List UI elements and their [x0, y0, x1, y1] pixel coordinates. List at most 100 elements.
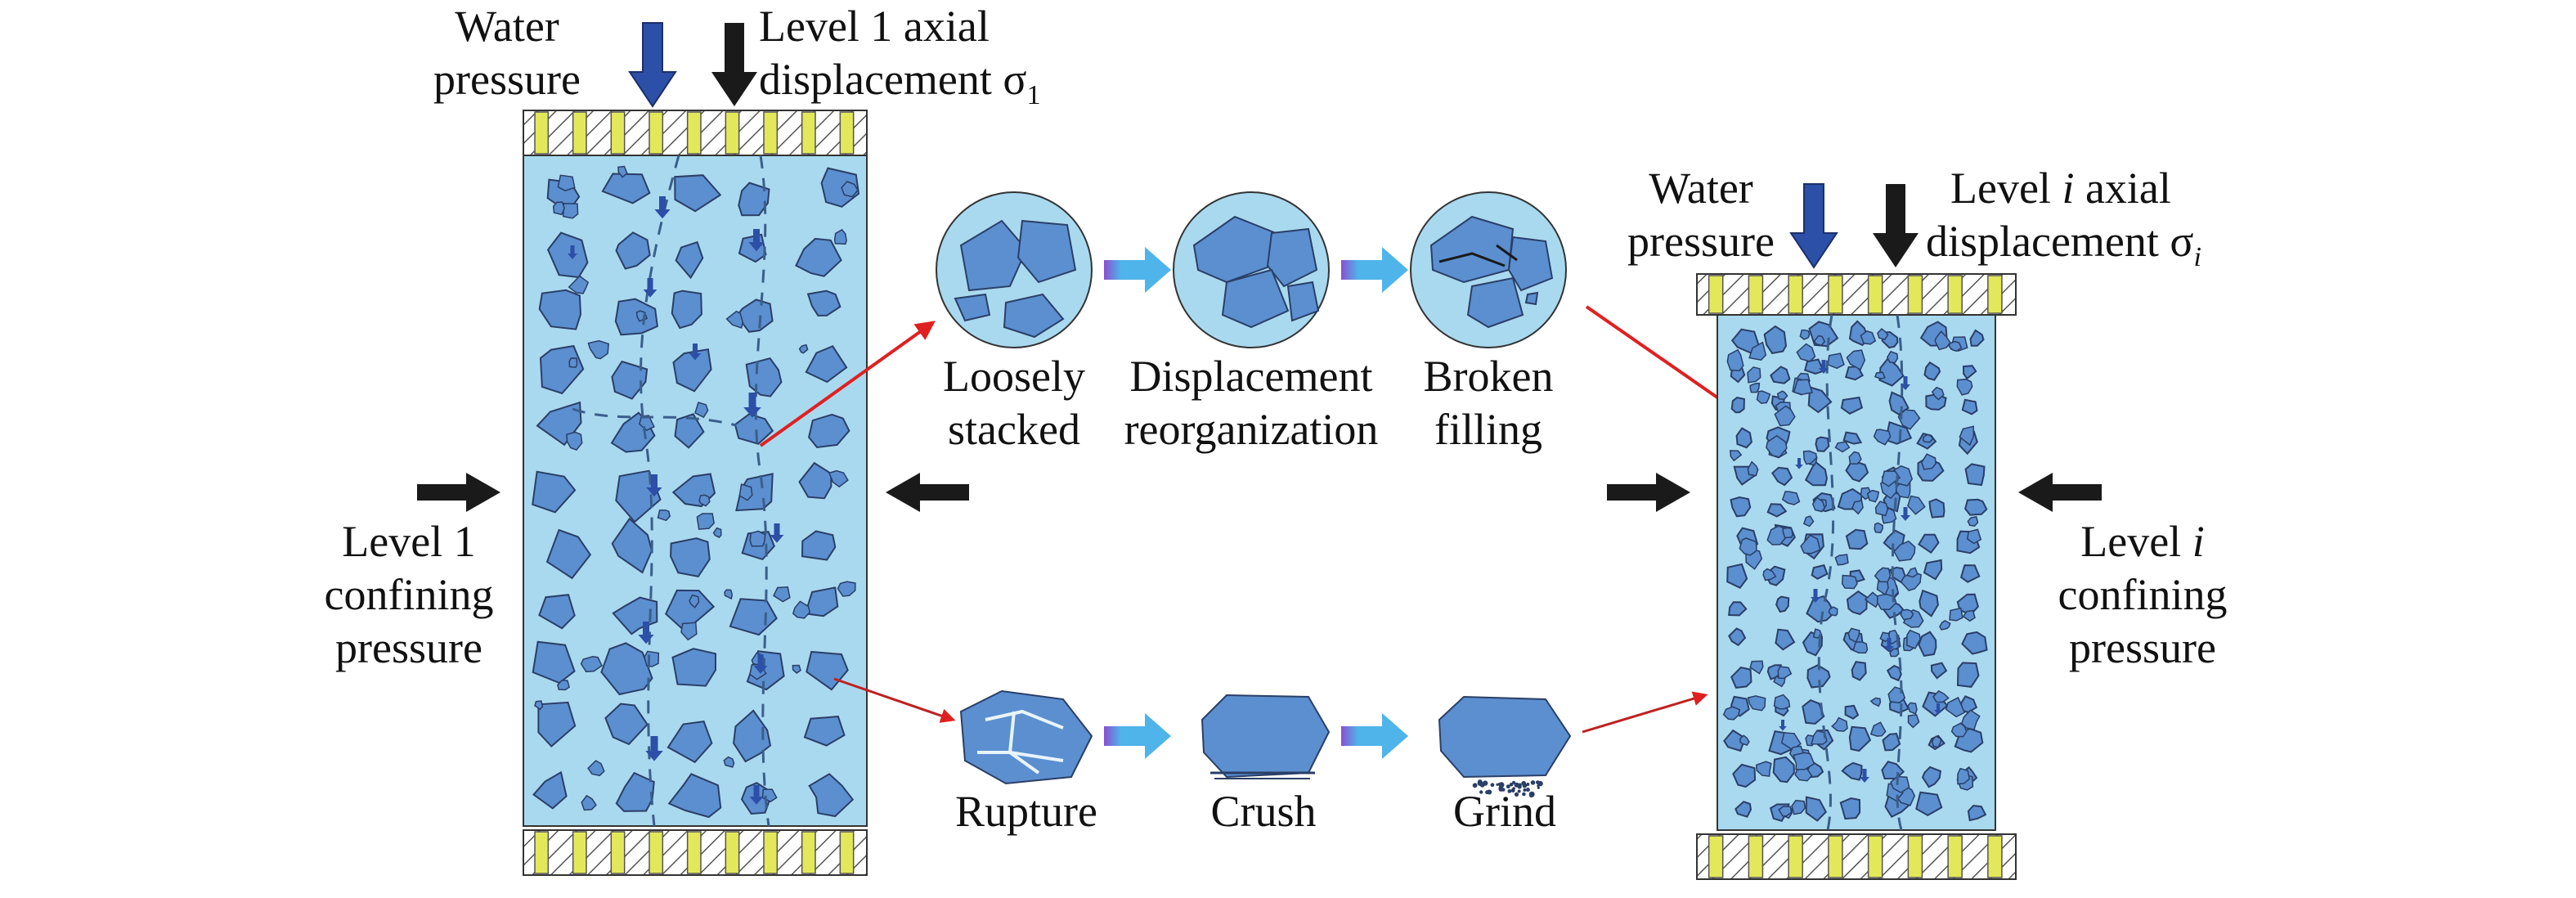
- platen-stud: [1907, 275, 1923, 314]
- platen-stud: [725, 831, 740, 874]
- platen-stud: [1788, 275, 1803, 314]
- rock-fine: [1921, 453, 1936, 470]
- water-flow-arrow: [1901, 376, 1910, 390]
- stage-grind-particle: [1438, 695, 1572, 798]
- rock-fine: [1939, 620, 1951, 631]
- rock-fine: [1851, 500, 1864, 515]
- water-flow-arrow: [770, 523, 784, 543]
- rock-fine: [1852, 641, 1869, 654]
- right-water-flow-arrows: [1779, 360, 1942, 783]
- rock-fragment: [1964, 463, 1986, 487]
- platen-stud: [648, 111, 664, 155]
- fine-particle: [1507, 789, 1512, 793]
- rock-fine: [1802, 515, 1815, 528]
- left-confining-arrow-in: [417, 473, 500, 512]
- rock-fragment: [1807, 386, 1833, 414]
- rock-fragment: [733, 709, 772, 763]
- rock-fine: [1782, 527, 1793, 539]
- rock-fragment: [614, 298, 658, 336]
- rock-fragment: [1845, 528, 1869, 550]
- rock-fragment: [795, 237, 842, 277]
- rock-fragment: [1732, 763, 1757, 788]
- rock-fragment: [808, 413, 850, 449]
- platen-stud: [1748, 835, 1764, 878]
- rock-fragment: [538, 289, 582, 330]
- rock-fine: [1886, 350, 1899, 364]
- platen-stud: [839, 831, 855, 874]
- right-axial-label-1: Level i axial: [1950, 164, 2171, 213]
- stage-loosely-stacked-circle: [936, 191, 1093, 348]
- rock-fine: [712, 527, 722, 539]
- rock-fine: [1957, 767, 1971, 785]
- rock-fine: [1828, 606, 1838, 617]
- rock-fine: [1874, 522, 1883, 534]
- rock-fine: [1900, 571, 1922, 591]
- rock-fragment: [1815, 436, 1830, 452]
- rock-fine: [1762, 568, 1777, 581]
- rock-fine: [1949, 607, 1963, 622]
- fine-particle: [1483, 780, 1488, 786]
- stage-crush-particle: [1200, 694, 1331, 779]
- rock-fine: [644, 650, 660, 667]
- rock-fragment: [1878, 357, 1905, 387]
- flow-arrow-top-1: [1104, 247, 1171, 293]
- water-flow-arrow: [638, 622, 654, 644]
- fine-particle: [1490, 783, 1495, 788]
- platen-stud: [801, 831, 816, 874]
- rock-fine: [1774, 405, 1796, 427]
- rock-fragment: [1959, 564, 1981, 583]
- rock-fine: [1811, 496, 1826, 513]
- rock-fine: [1799, 329, 1811, 340]
- rock-fine: [1907, 714, 1920, 729]
- rock-fine: [1739, 734, 1750, 746]
- left-water-pressure-label-1: Water: [455, 2, 559, 51]
- rock-fragment: [1841, 761, 1863, 781]
- left-axial-subscript: 1: [1027, 80, 1041, 110]
- stage-displacement-circle: [1173, 191, 1330, 348]
- fine-particle: [1501, 788, 1506, 792]
- rock-fine: [1776, 390, 1788, 400]
- platen-stud: [1708, 275, 1724, 314]
- right-flow-paths: [1817, 314, 1904, 831]
- fine-particle: [1530, 780, 1536, 785]
- left-water-pressure-arrow: [628, 22, 677, 108]
- rock-fragment: [1840, 396, 1864, 415]
- rock-fragment: [1842, 431, 1863, 445]
- rock-fine: [1945, 696, 1966, 718]
- rock-fragment: [1962, 365, 1977, 380]
- rock-fine: [1800, 534, 1821, 555]
- fine-particle: [1523, 788, 1527, 792]
- rock-fragment: [671, 648, 716, 687]
- rock-fine: [1778, 806, 1793, 817]
- water-flow-arrow: [646, 474, 662, 497]
- right-confining-label-1: Level i: [2080, 517, 2204, 566]
- rock-fragment: [1919, 589, 1939, 617]
- red-arrow-left-to-loose: [759, 321, 936, 447]
- rock-fine: [534, 700, 544, 711]
- rock-fine: [1922, 433, 1934, 443]
- rock-fine: [749, 530, 766, 547]
- rock-fine: [1766, 434, 1788, 458]
- stage-top-2-line-2: reorganization: [1124, 405, 1379, 454]
- platen-stud: [763, 831, 779, 874]
- rock-fine: [833, 228, 847, 245]
- rock-fragment: [1961, 631, 1988, 655]
- rock-fragment: [604, 703, 648, 746]
- platen-stud: [1987, 275, 2003, 314]
- rock-fragment: [1839, 797, 1861, 820]
- rock-fine: [1791, 799, 1806, 815]
- rock-fragment: [611, 517, 653, 574]
- left-water-pressure-label-2: pressure: [433, 55, 581, 104]
- rock-fragment: [674, 174, 722, 213]
- rock-fragment: [1886, 664, 1902, 682]
- rock-fragment: [808, 773, 855, 818]
- rock-fragment: [1969, 329, 1985, 347]
- rock-fragment: [1846, 590, 1868, 616]
- rock-fine: [1960, 709, 1981, 730]
- rock-fine: [1755, 761, 1772, 777]
- platen-stud: [1907, 835, 1923, 878]
- rock-fine: [581, 794, 597, 811]
- platen-stud: [572, 831, 587, 874]
- fine-particle: [1514, 792, 1519, 797]
- rock-fine: [837, 581, 856, 597]
